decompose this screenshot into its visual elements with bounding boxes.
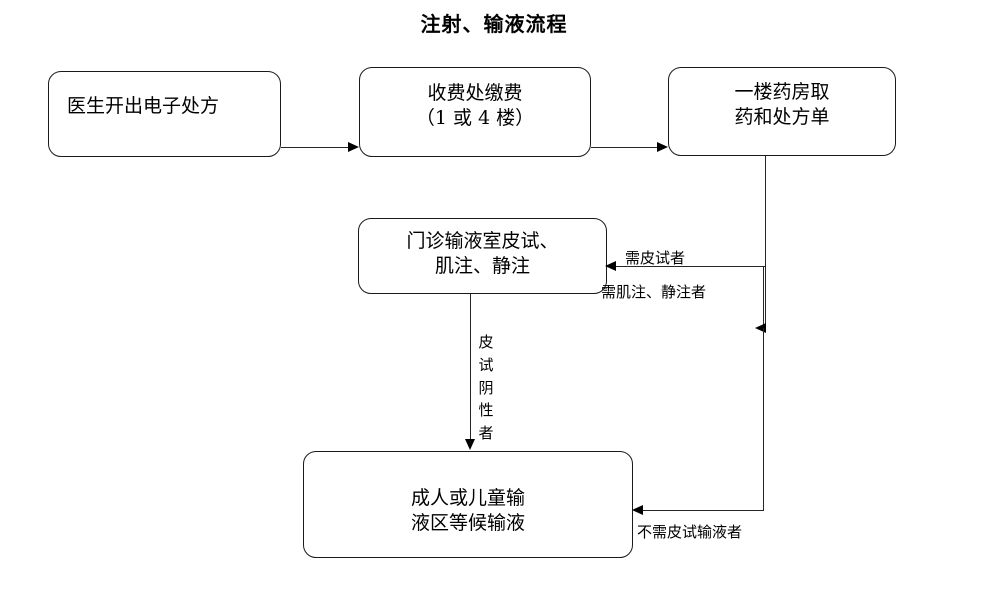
edge-trunk-to-waiting-area-horizontal	[643, 510, 764, 511]
arrowhead-to-waiting-area-right	[632, 504, 643, 515]
edge-trunk-down-to-waiting-area	[763, 328, 764, 510]
node-waiting-area-line1: 成人或儿童输	[410, 487, 525, 509]
node-infusion-room-line2: 肌注、静注	[434, 255, 530, 278]
node-infusion-room-line1: 门诊输液室皮试、	[406, 230, 559, 252]
node-waiting-area[interactable]: 成人或儿童输 液区等候输液	[303, 451, 633, 558]
edge-label-skin-test-negative-char-1: 皮	[478, 333, 494, 351]
page-title: 注射、输液流程	[420, 12, 568, 36]
edge-prescription-to-payment	[281, 147, 348, 148]
node-payment-line2: （1 或 4 楼）	[415, 107, 535, 130]
arrowhead-to-waiting-area-top	[464, 439, 475, 450]
node-prescription[interactable]: 医生开出电子处方	[48, 71, 281, 157]
node-pharmacy-line2: 药和处方单	[734, 106, 830, 129]
edge-label-skin-test-negative-char-4: 性	[478, 401, 494, 420]
node-pharmacy-line1: 一楼药房取	[734, 81, 830, 103]
node-prescription-line1: 医生开出电子处方	[67, 95, 220, 117]
arrowhead-payment-to-pharmacy	[657, 141, 668, 152]
arrowhead-pharmacy-trunk-junction	[755, 322, 766, 333]
edge-infusion-room-to-waiting-area	[470, 294, 471, 439]
edge-pharmacy-down-trunk	[765, 156, 766, 328]
node-infusion-room[interactable]: 门诊输液室皮试、 肌注、静注	[358, 218, 607, 294]
arrowhead-prescription-to-payment	[348, 141, 359, 152]
arrowhead-to-infusion-room	[605, 260, 616, 271]
edge-branch-to-infusion-room-horizontal	[616, 266, 765, 267]
edge-label-skin-test-negative-char-3: 阴	[478, 378, 494, 397]
edge-label-skin-test-negative-char-5: 者	[478, 424, 494, 443]
edge-payment-to-pharmacy	[591, 147, 657, 148]
edge-label-no-skin-test-infusion: 不需皮试输液者	[637, 523, 743, 541]
edge-label-skin-test-negative-char-2: 试	[478, 355, 494, 374]
node-pharmacy[interactable]: 一楼药房取 药和处方单	[668, 67, 896, 156]
edge-label-skin-test-negative: 皮 试 阴 性 者	[478, 331, 494, 445]
edge-label-skin-test-needed: 需皮试者	[625, 249, 686, 267]
node-waiting-area-line2: 液区等候输液	[410, 512, 525, 535]
node-payment-line1: 收费处缴费	[427, 82, 523, 104]
edge-label-injection-needed: 需肌注、静注者	[601, 283, 707, 301]
node-payment[interactable]: 收费处缴费 （1 或 4 楼）	[359, 67, 591, 157]
edge-branch-to-infusion-room-vertical	[763, 266, 764, 328]
